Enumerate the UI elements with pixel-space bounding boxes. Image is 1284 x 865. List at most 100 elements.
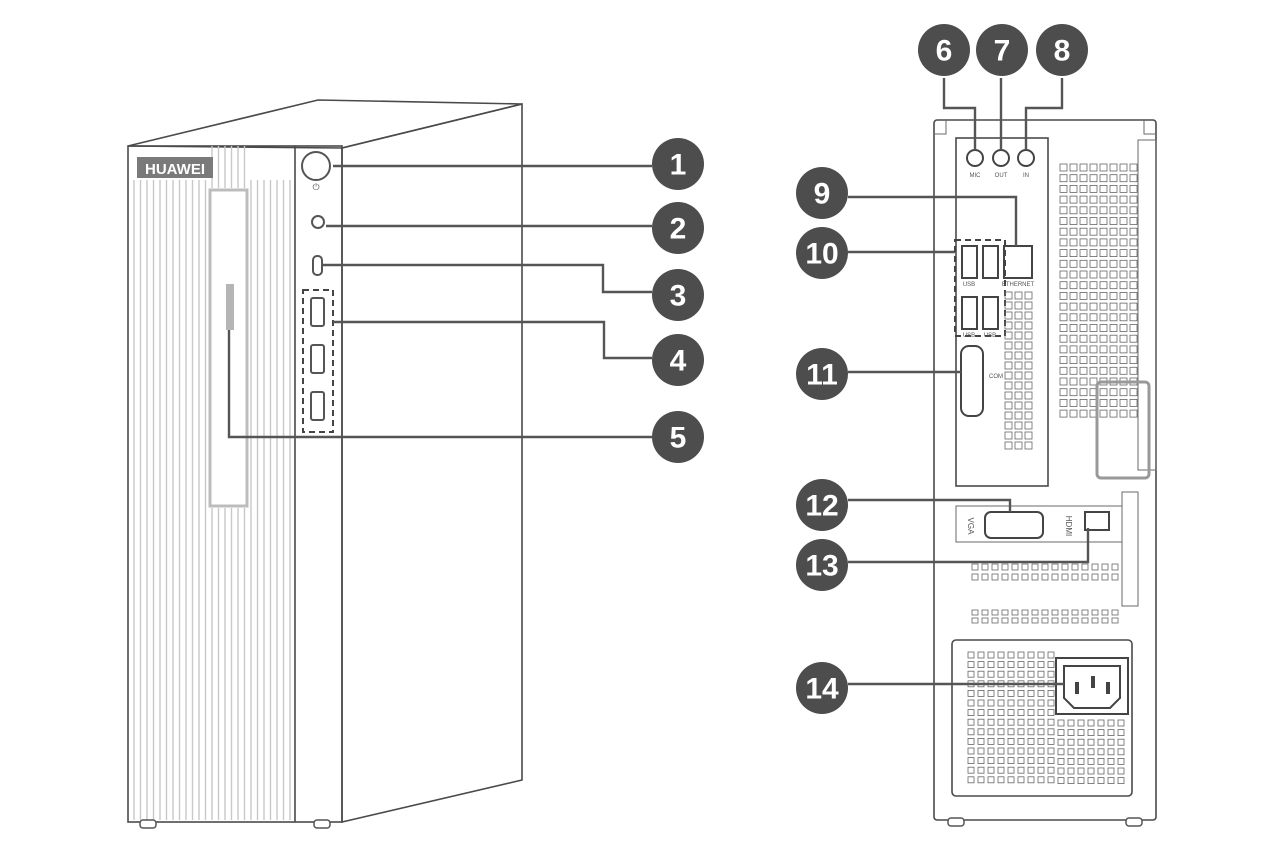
leader-4 <box>333 320 652 360</box>
vent-hole <box>1017 738 1025 745</box>
vent-hole <box>1004 301 1013 310</box>
leader-5 <box>227 330 652 439</box>
vent-hole <box>1001 563 1009 571</box>
vent-hole <box>1077 748 1085 756</box>
front-usb-a-port[interactable] <box>310 391 325 421</box>
vent-hole <box>1109 163 1118 172</box>
vent-hole <box>1077 719 1085 727</box>
vent-hole <box>1017 670 1025 678</box>
front-audio-jack[interactable] <box>311 215 325 229</box>
vent-hole <box>1101 573 1109 581</box>
vent-hole <box>1069 324 1078 332</box>
vent-hole <box>1024 311 1033 320</box>
vent-hole <box>1047 690 1055 697</box>
vent-hole <box>1059 377 1068 386</box>
vent-hole <box>1017 776 1025 784</box>
power-icon: ⏻ <box>312 182 319 192</box>
vent-hole <box>977 699 985 707</box>
vent-hole <box>1119 388 1128 397</box>
vent-hole <box>1109 302 1118 311</box>
vent-hole <box>1007 651 1015 659</box>
leader-13 <box>848 528 1090 564</box>
vent-hole <box>1129 388 1138 397</box>
callout-6: 6 <box>918 24 970 76</box>
vent-hole <box>1059 388 1068 397</box>
vent-hole <box>1079 302 1088 311</box>
mic-jack[interactable] <box>966 149 984 167</box>
audio-out-jack[interactable] <box>992 149 1010 167</box>
vent-hole <box>1069 259 1078 268</box>
front-usb-a-port[interactable] <box>310 297 325 327</box>
front-usb-a-group <box>302 289 334 433</box>
vent-hole <box>987 747 995 755</box>
vent-hole <box>1067 758 1075 765</box>
vent-hole <box>1069 366 1078 375</box>
vent-hole <box>1079 281 1088 290</box>
callout-number: 6 <box>936 35 953 68</box>
front-usb-a-port[interactable] <box>310 344 325 374</box>
vent-hole <box>1079 227 1088 236</box>
hdmi-port[interactable] <box>1084 511 1110 531</box>
vent-hole <box>1007 757 1015 764</box>
vent-hole <box>1089 184 1098 193</box>
vent-hole <box>1014 401 1023 410</box>
vent-hole <box>1059 281 1068 290</box>
ethernet-port[interactable] <box>1003 245 1033 279</box>
rear-usb-port[interactable] <box>961 296 978 330</box>
vent-hole <box>1099 259 1108 268</box>
vent-hole <box>997 776 1005 784</box>
vent-hole <box>1119 163 1128 172</box>
tower-foot <box>313 819 331 829</box>
rear-usb-port[interactable] <box>982 245 999 279</box>
power-button[interactable] <box>301 151 331 181</box>
vent-hole <box>1101 609 1109 616</box>
callout-4: 4 <box>652 334 704 386</box>
vent-hole <box>1061 573 1069 581</box>
vent-hole <box>1059 227 1068 236</box>
vent-hole <box>1119 291 1128 300</box>
callout-number: 11 <box>806 359 838 392</box>
vent-hole <box>1014 301 1023 310</box>
vent-hole <box>1059 249 1068 258</box>
vent-hole <box>1004 391 1013 400</box>
vent-hole <box>971 573 979 581</box>
vent-hole <box>1007 738 1015 745</box>
vent-hole <box>1037 728 1045 736</box>
vent-hole <box>1089 334 1098 343</box>
vent-hole <box>1059 195 1068 204</box>
vent-hole <box>981 609 989 616</box>
vent-hole <box>1024 401 1033 410</box>
com-port[interactable] <box>960 345 984 417</box>
vga-port[interactable] <box>984 511 1044 539</box>
vent-hole <box>1119 409 1128 418</box>
rear-tower: MIC OUT IN ETHERNET USB USB USB COM VGA … <box>933 119 1157 827</box>
vent-hole <box>1047 738 1055 745</box>
vent-hole <box>1001 573 1009 581</box>
callout-2: 2 <box>652 202 704 254</box>
usb-label: USB <box>963 282 975 288</box>
vent-hole <box>1037 661 1045 668</box>
vent-hole <box>987 718 995 726</box>
vent-hole <box>1031 563 1039 571</box>
front-usb-c-port[interactable] <box>312 255 323 276</box>
vent-hole <box>1119 238 1128 247</box>
vent-hole <box>991 609 999 616</box>
vent-hole <box>1069 270 1078 279</box>
rear-usb-port[interactable] <box>982 296 999 330</box>
vent-hole <box>997 651 1005 659</box>
callout-bubble <box>918 24 970 76</box>
vent-hole <box>977 738 985 745</box>
callout-8: 8 <box>1036 24 1088 76</box>
vent-hole <box>987 738 995 745</box>
drive-eject-slot <box>226 284 234 330</box>
vent-hole <box>1047 757 1055 764</box>
vent-hole <box>1109 227 1118 236</box>
audio-in-jack[interactable] <box>1017 149 1035 167</box>
rear-usb-port[interactable] <box>961 245 978 279</box>
vent-hole <box>1081 563 1089 571</box>
vent-hole <box>1069 291 1078 300</box>
vent-hole <box>1067 767 1075 775</box>
vent-hole <box>1101 617 1109 624</box>
vent-hole <box>1014 411 1023 420</box>
vent-hole <box>1119 249 1128 258</box>
